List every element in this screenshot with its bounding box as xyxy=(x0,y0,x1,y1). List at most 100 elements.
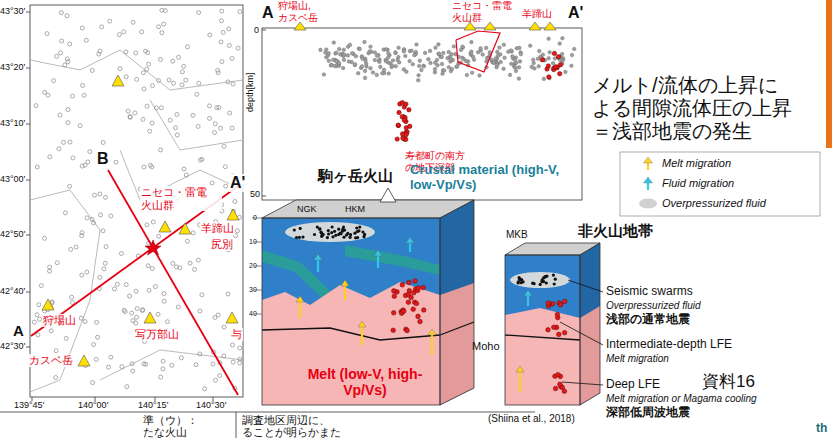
lfe-dot xyxy=(558,72,562,76)
volcano-triangles xyxy=(294,22,556,30)
hypocenter-dot xyxy=(397,61,401,65)
latitude-label: 42°50' xyxy=(0,229,25,239)
epicenter-dot xyxy=(101,141,105,145)
epicenter-dot xyxy=(231,82,235,86)
epicenter-dot xyxy=(70,301,74,305)
epicenter-dot xyxy=(120,365,124,369)
epicenter-dot xyxy=(196,258,200,262)
epicenter-dot xyxy=(186,45,190,49)
hypocenter-dot xyxy=(402,50,406,54)
epicenter-dot xyxy=(95,320,99,324)
hypocenter-dot xyxy=(450,53,454,57)
epicenter-dot xyxy=(142,71,146,75)
epicenter-dot xyxy=(226,80,230,84)
hypocenter-dot xyxy=(570,53,574,57)
lfe-dot xyxy=(554,65,558,69)
epicenter-dot xyxy=(222,144,226,148)
epicenter-dot xyxy=(124,50,128,54)
hypocenter-dot xyxy=(410,49,414,53)
hypocenter-dot xyxy=(368,50,372,54)
boundary-label: Moho xyxy=(472,340,500,353)
epicenter-dot xyxy=(197,11,201,15)
hypocenter-dot xyxy=(411,62,415,66)
epicenter-dot xyxy=(63,63,67,67)
volcano-name: 写万部山 xyxy=(134,328,180,341)
hypocenter-dot xyxy=(394,51,398,55)
epicenter-dot xyxy=(39,284,43,288)
figure-polygon xyxy=(644,177,653,183)
epicenter-dot xyxy=(227,43,231,47)
epicenter-dot xyxy=(36,333,40,337)
epicenter-dot xyxy=(162,292,166,296)
hypocenter-dot xyxy=(341,66,345,70)
section-end-label: B xyxy=(96,150,110,168)
hypocenter-dot xyxy=(478,74,482,78)
epicenter-dot xyxy=(157,79,161,83)
epicenter-dot xyxy=(134,51,138,55)
epicenter-dot xyxy=(124,75,128,79)
epicenter-dot xyxy=(180,83,184,87)
hypocenter-dot xyxy=(353,63,357,67)
earthquake-dot xyxy=(520,281,523,284)
table-cell: ることが明らかまた xyxy=(242,426,341,438)
epicenter-dot xyxy=(184,78,188,82)
station-label: MKB xyxy=(506,229,528,241)
epicenter-dot xyxy=(157,25,161,29)
lfe-dot xyxy=(562,330,567,335)
epicenter-dot xyxy=(172,81,176,85)
volcano-triangle xyxy=(112,75,124,86)
latitude-label: 43°00' xyxy=(0,174,25,184)
hypocenter-dot xyxy=(348,43,352,47)
lfe-dot xyxy=(414,301,419,306)
volcano-triangles xyxy=(42,75,239,366)
epicenter-dot xyxy=(92,343,96,347)
epicenter-dot xyxy=(184,173,188,177)
figure-ellipse xyxy=(639,199,657,209)
table-lines xyxy=(0,412,535,438)
epicenter-dot xyxy=(151,220,155,224)
hypocenter-dot xyxy=(333,64,337,68)
hypocenter-dot xyxy=(408,59,412,63)
hypocenter-dot xyxy=(394,64,398,68)
epicenter-dot xyxy=(157,234,161,238)
epicenter-dot xyxy=(58,113,62,117)
hypocenter-dot xyxy=(387,72,391,76)
migration-arrowhead xyxy=(314,254,322,260)
epicenter-dot xyxy=(219,126,223,130)
earthquake-dot xyxy=(342,226,345,229)
epicenter-dot xyxy=(198,309,202,313)
block-outline xyxy=(262,218,440,405)
epicenter-dot xyxy=(55,54,59,58)
epicenter-dot xyxy=(220,9,224,13)
volcano-name: 狩場山, カスベ岳 xyxy=(278,0,326,23)
volcano-triangle xyxy=(226,312,238,323)
surface-face xyxy=(262,200,474,218)
lfe-dot xyxy=(400,283,405,288)
epicenter-dot xyxy=(128,115,132,119)
legend-text: Fluid migration xyxy=(662,177,734,190)
epicenter-dot xyxy=(108,19,112,23)
epicenter-dot xyxy=(226,292,230,296)
section-line xyxy=(31,184,241,336)
hypocenter-dot xyxy=(327,59,331,63)
epicenter-dot xyxy=(88,150,92,154)
epicenter-dot xyxy=(124,283,128,287)
longitude-label: 140°30' xyxy=(196,400,226,410)
epicenter-dot xyxy=(151,84,155,88)
epicenter-dot xyxy=(219,40,223,44)
earthquake-dot xyxy=(358,226,361,229)
lfe-dot xyxy=(552,51,556,55)
hypocenter-dot xyxy=(337,47,341,51)
epicenter-dot xyxy=(213,131,217,135)
hypocenter-dot xyxy=(418,59,422,63)
lfe-dot xyxy=(553,386,558,391)
epicenter-dot xyxy=(91,381,95,385)
hypocenter-dot xyxy=(319,48,323,52)
callout-text: 深部低周波地震 xyxy=(606,406,690,420)
volcano-triangle xyxy=(179,223,191,234)
earthquake-dot xyxy=(346,232,349,235)
hypocenter-dot xyxy=(437,43,441,47)
station-label: HKM xyxy=(345,204,365,214)
lfe-dot xyxy=(400,132,404,136)
lfe-dot xyxy=(556,55,560,59)
